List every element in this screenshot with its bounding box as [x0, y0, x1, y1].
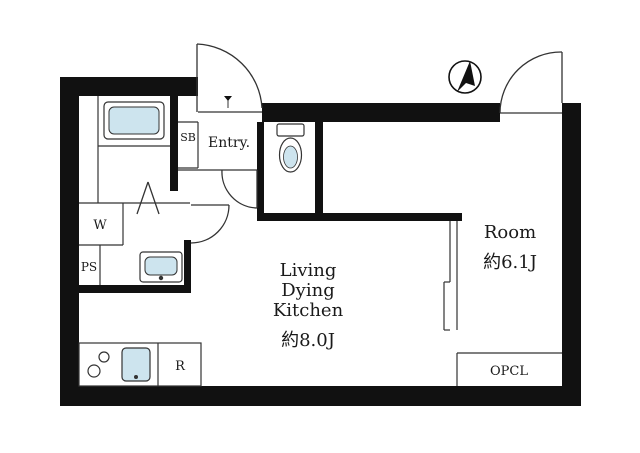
closet-label: OPCL: [490, 364, 528, 379]
thin-lines: [78, 96, 562, 387]
bath-folding-door: [136, 181, 160, 215]
washer-label: W: [93, 218, 107, 233]
refrigerator-label: R: [175, 359, 186, 374]
wall-top-left: [60, 77, 198, 96]
wall-top-middle: [262, 103, 500, 122]
wall-right: [562, 103, 581, 406]
wall-toilet-bottom: [257, 213, 462, 221]
washroom-door: [190, 204, 230, 244]
room-label: Room: [484, 222, 536, 243]
wall-bath-right: [170, 96, 178, 191]
ldk-label-line1: Living: [280, 260, 337, 281]
stove-icon: [87, 351, 110, 378]
room-size: 約6.1J: [483, 252, 537, 273]
wall-top-right: [562, 103, 581, 122]
north-arrow-icon: [448, 60, 482, 94]
entrance-door: [196, 43, 263, 112]
entry-label: Entry.: [208, 135, 250, 151]
pipe-space-label: PS: [81, 260, 97, 274]
toilet-icon: [276, 123, 305, 173]
wall-vanity-bottom: [79, 285, 191, 293]
balcony-door: [499, 51, 563, 114]
wall-left: [60, 77, 79, 406]
ldk-label-line2: Dying: [281, 280, 334, 301]
washbasin-icon: [139, 251, 183, 283]
wall-toilet-left: [257, 122, 264, 220]
wall-ldk-partition: [184, 240, 191, 290]
entry-marker: [224, 96, 232, 108]
wall-toilet-right: [315, 122, 323, 220]
toilet-door: [221, 169, 258, 209]
doors: [136, 43, 563, 244]
walls: [60, 77, 581, 406]
ldk-size: 約8.0J: [281, 330, 335, 351]
bathtub-icon: [103, 101, 165, 140]
kitchen-sink-icon: [121, 347, 151, 382]
ldk-label-line3: Kitchen: [273, 300, 344, 321]
wall-bottom: [60, 386, 581, 406]
shoe-box-label: SB: [180, 131, 196, 144]
